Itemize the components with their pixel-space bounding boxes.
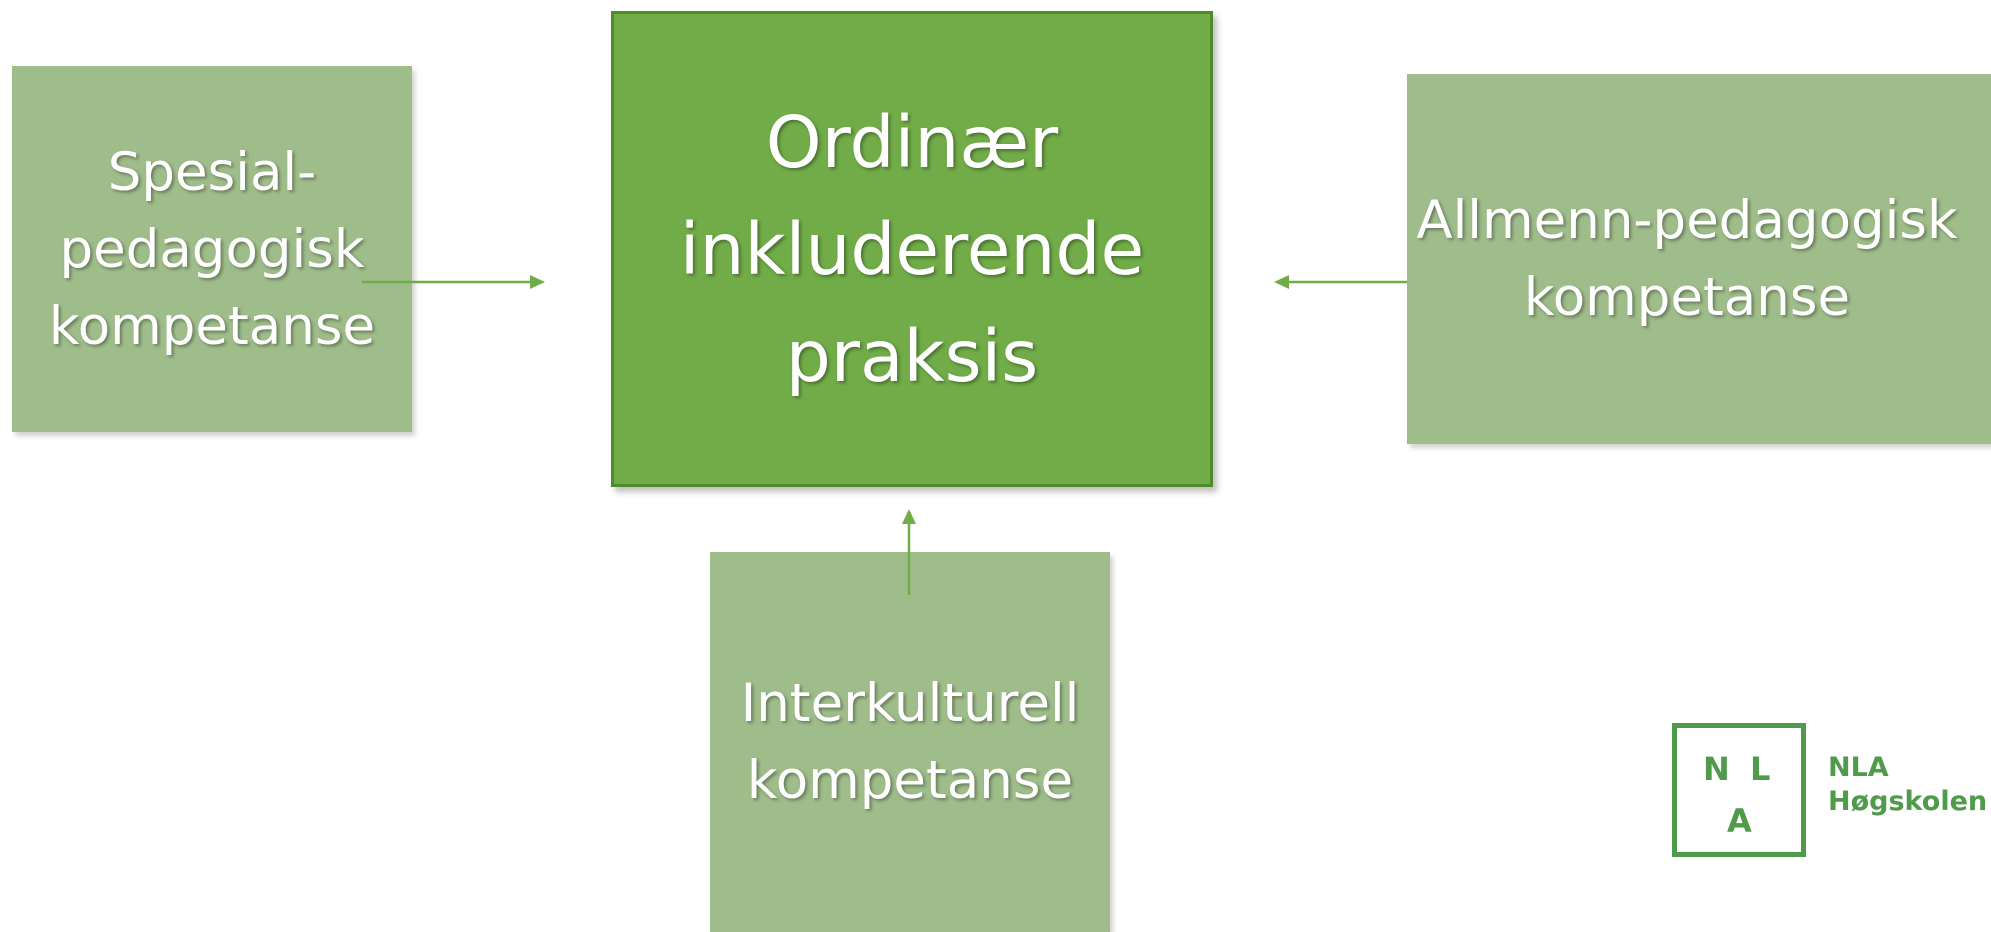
spesialpedagogisk-box: Spesial- pedagogisk kompetanse <box>12 66 412 432</box>
allmennpedagogisk-label: Allmenn-pedagogisk kompetanse <box>1416 190 1958 328</box>
interkulturell-box: Interkulturell kompetanse <box>710 552 1110 932</box>
nla-logo-mark: N L A <box>1672 723 1806 857</box>
spesialpedagogisk-label: Spesial- pedagogisk kompetanse <box>48 141 376 357</box>
logo-name-line2: Høgskolen <box>1828 786 1988 817</box>
interkulturell-label: Interkulturell kompetanse <box>740 673 1080 811</box>
logo-letter-n: N <box>1703 750 1730 788</box>
logo-name-line1: NLA <box>1828 752 1889 783</box>
allmennpedagogisk-box: Allmenn-pedagogisk kompetanse <box>1407 74 1991 444</box>
ordinaer-praksis-box: Ordinær inkluderende praksis <box>611 11 1213 487</box>
ordinaer-praksis-label: Ordinær inkluderende praksis <box>679 100 1145 398</box>
logo-letter-l: L <box>1750 750 1771 788</box>
arrow-from-allmennpedagogisk <box>1274 275 1407 289</box>
logo-letter-a: A <box>1727 802 1752 840</box>
nla-logo: N L A NLA Høgskolen <box>1672 723 1991 859</box>
